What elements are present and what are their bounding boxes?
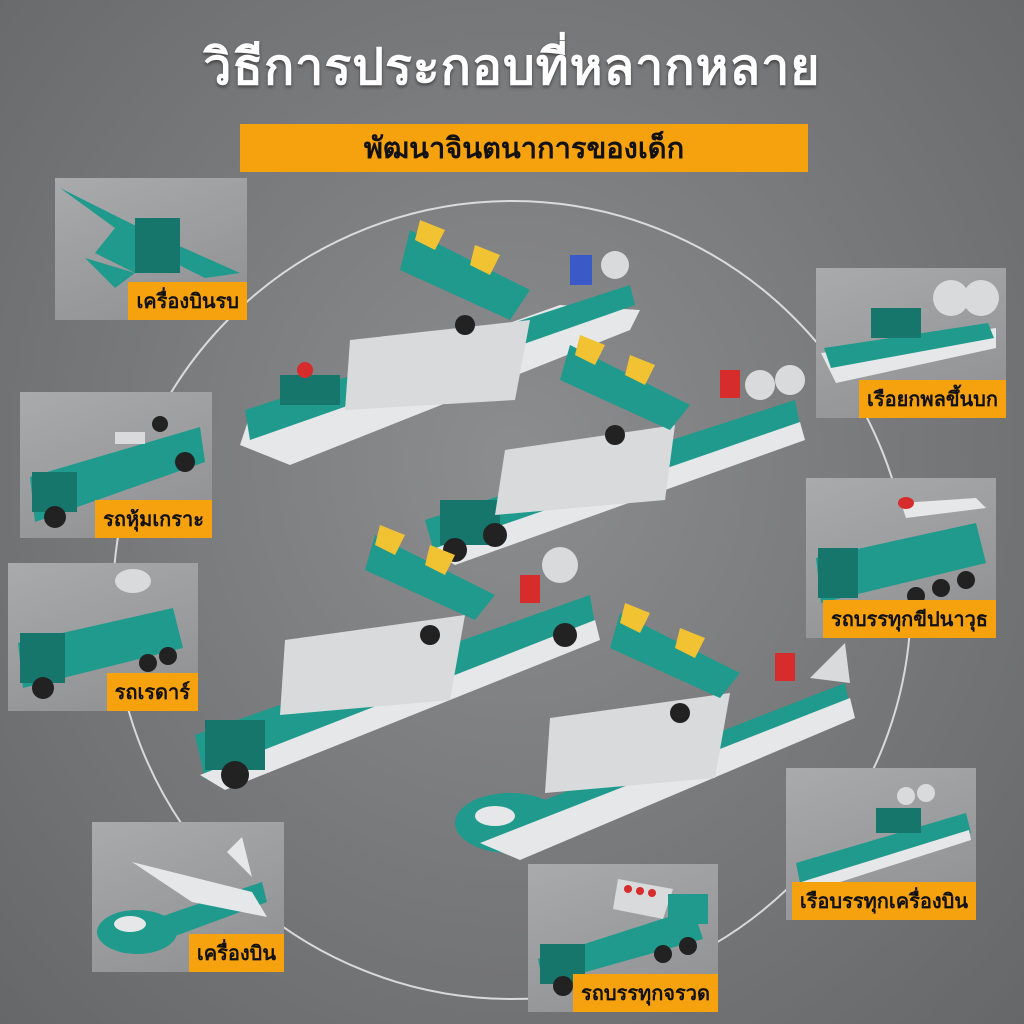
combo-truck-ship bbox=[415, 330, 810, 570]
card-radar-truck: รถเรดาร์ bbox=[8, 563, 198, 711]
label-airplane: เครื่องบิน bbox=[188, 934, 284, 972]
card-aircraft-carrier: เรือบรรทุกเครื่องบิน bbox=[786, 768, 976, 920]
card-missile-truck: รถบรรทุกขีปนาวุธ bbox=[806, 478, 996, 638]
label-aircraft-carrier: เรือบรรทุกเครื่องบิน bbox=[791, 882, 976, 920]
fighter-jet-icon bbox=[60, 188, 240, 288]
aircraft-carrier-icon bbox=[796, 784, 971, 893]
combo-truck-long bbox=[185, 520, 610, 800]
card-rocket-truck: รถบรรทุกจรวด bbox=[528, 864, 718, 1012]
armored-car-icon bbox=[30, 416, 205, 528]
radar-truck-icon bbox=[18, 569, 183, 699]
label-armored-car: รถหุ้มเกราะ bbox=[95, 500, 212, 538]
card-armored-car: รถหุ้มเกราะ bbox=[20, 392, 212, 538]
label-missile-truck: รถบรรทุกขีปนาวุธ bbox=[822, 600, 996, 638]
subtitle-banner: พัฒนาจินตนาการของเด็ก bbox=[240, 124, 808, 172]
missile-truck-icon bbox=[816, 497, 986, 605]
combo-ship-top bbox=[230, 210, 650, 480]
airplane-icon bbox=[97, 837, 267, 954]
combo-plane-ship bbox=[450, 598, 870, 863]
label-radar-truck: รถเรดาร์ bbox=[106, 673, 198, 711]
card-fighter-jet: เครื่องบินรบ bbox=[55, 178, 247, 320]
card-airplane: เครื่องบิน bbox=[92, 822, 284, 972]
label-rocket-truck: รถบรรทุกจรวด bbox=[572, 974, 718, 1012]
label-fighter-jet: เครื่องบินรบ bbox=[128, 282, 247, 320]
label-hovercraft: เรือยกพลขึ้นบก bbox=[858, 380, 1006, 418]
card-hovercraft: เรือยกพลขึ้นบก bbox=[816, 268, 1006, 418]
hovercraft-icon bbox=[821, 280, 999, 383]
page-title: วิธีการประกอบที่หลากหลาย bbox=[203, 38, 821, 96]
